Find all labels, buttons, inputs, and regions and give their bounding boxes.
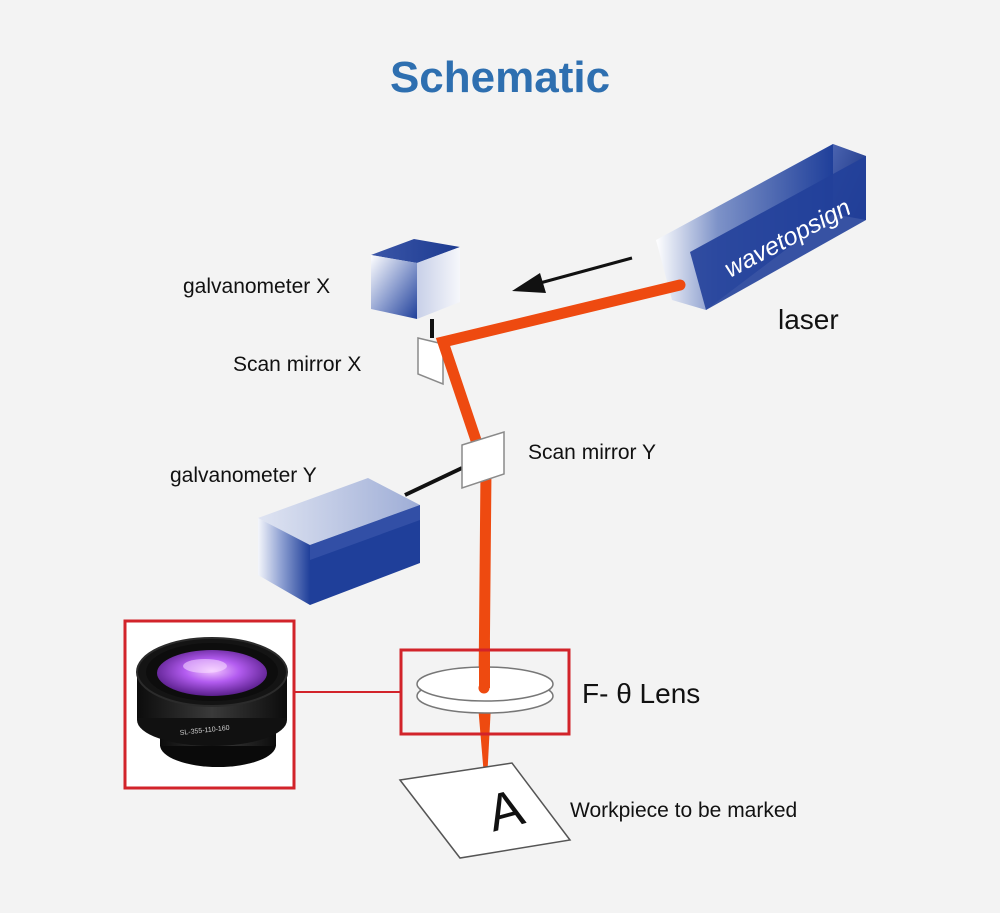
label-f-theta-lens: F- θ Lens (582, 678, 700, 709)
scan-mirror-y (461, 430, 505, 490)
galvanometer-x (371, 239, 460, 338)
galvanometer-y (258, 466, 463, 605)
label-galvanometer-x: galvanometer X (183, 275, 330, 298)
beam-direction-arrow (512, 256, 633, 293)
page-title: Schematic (390, 53, 610, 102)
f-theta-lens (416, 640, 554, 714)
label-laser: laser (778, 304, 839, 335)
laser-source: wavetopsign (656, 144, 866, 310)
label-scan-mirror-y: Scan mirror Y (528, 441, 656, 464)
scan-mirror-x (417, 337, 444, 386)
workpiece: A (398, 762, 572, 859)
lens-product-image: SL-355-110-160 (136, 637, 288, 767)
label-galvanometer-y: galvanometer Y (170, 464, 317, 487)
laser-beam (435, 279, 686, 800)
label-workpiece: Workpiece to be marked (570, 799, 797, 822)
label-scan-mirror-x: Scan mirror X (233, 353, 361, 376)
